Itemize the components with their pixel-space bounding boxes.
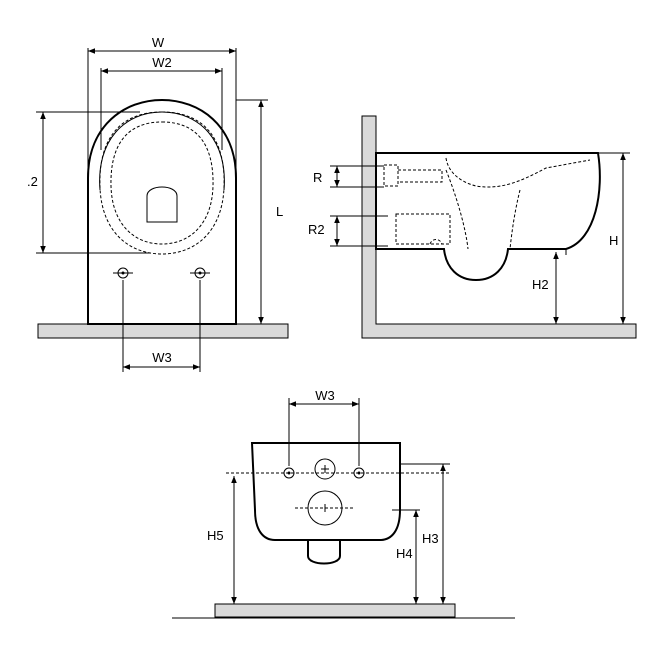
side-trap-front bbox=[445, 169, 469, 250]
rear-inlet-icon bbox=[314, 458, 336, 480]
h3-label: H3 bbox=[422, 531, 439, 546]
side-bolt-channel-upper bbox=[383, 164, 399, 187]
rear-view: W3 H5 H3 H4 bbox=[172, 388, 515, 619]
side-trap-back bbox=[509, 189, 521, 250]
r-label: R bbox=[313, 170, 322, 185]
side-view: R R2 H H2 bbox=[308, 115, 637, 339]
w2-label: W2 bbox=[152, 55, 172, 70]
front-w3-label: W3 bbox=[152, 350, 172, 365]
side-wall-and-floor bbox=[361, 115, 637, 339]
rear-outlet-spigot bbox=[307, 540, 341, 565]
side-bowl-outline bbox=[375, 152, 601, 282]
side-inlet-duct bbox=[398, 169, 443, 183]
side-outlet-curve bbox=[429, 239, 443, 245]
rear-outlet-icon bbox=[295, 490, 355, 526]
front-bowl-dashed-inner bbox=[110, 121, 214, 245]
rear-w3-label: W3 bbox=[315, 388, 335, 403]
l-label: L bbox=[276, 204, 283, 219]
rear-body-outline bbox=[250, 442, 401, 541]
front-bolt-left-icon bbox=[113, 267, 133, 279]
w-label: W bbox=[152, 35, 165, 50]
l2-label: .2 bbox=[27, 174, 38, 189]
rear-floor bbox=[214, 603, 456, 618]
front-floor bbox=[37, 323, 289, 339]
front-rim-inner bbox=[99, 111, 225, 191]
h-label: H bbox=[609, 233, 618, 248]
r2-label: R2 bbox=[308, 222, 325, 237]
h2-label: H2 bbox=[532, 277, 549, 292]
front-view: W W2 L .2 W3 bbox=[27, 35, 289, 372]
side-outlet-channel bbox=[395, 213, 451, 245]
front-drain-outlet bbox=[146, 186, 178, 223]
h4-label: H4 bbox=[396, 546, 413, 561]
front-bowl-dashed-outer bbox=[99, 111, 225, 255]
side-rim-channel bbox=[445, 157, 591, 188]
h5-label: H5 bbox=[207, 528, 224, 543]
front-bowl-outline bbox=[87, 98, 237, 325]
front-bolt-right-icon bbox=[190, 267, 210, 279]
